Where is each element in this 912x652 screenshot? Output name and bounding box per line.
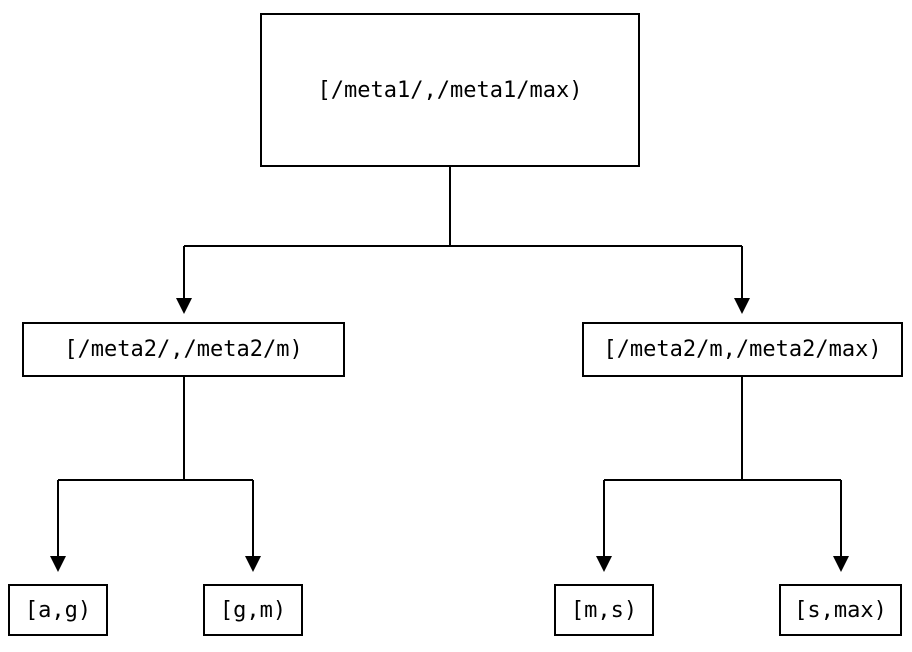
tree-node-meta2-high-label: [/meta2/m,/meta2/max) [603, 337, 882, 362]
edge-right-fork [603, 377, 842, 556]
tree-leaf-ag-label: [a,g) [24, 597, 92, 623]
tree-node-meta2-low: [/meta2/,/meta2/m) [22, 322, 345, 377]
tree-leaf-gm: [g,m) [203, 584, 303, 636]
tree-leaf-smax: [s,max) [779, 584, 902, 636]
tree-leaf-ms: [m,s) [554, 584, 654, 636]
arrow-down-icon [833, 556, 849, 572]
arrow-down-icon [245, 556, 261, 572]
tree-leaf-ag: [a,g) [8, 584, 108, 636]
tree-leaf-gm-label: [g,m) [219, 597, 287, 623]
arrow-down-icon [50, 556, 66, 572]
arrow-down-icon [176, 298, 192, 314]
tree-node-root-label: [/meta1/,/meta1/max) [317, 77, 583, 103]
tree-node-meta2-low-label: [/meta2/,/meta2/m) [64, 337, 303, 362]
edge-left-fork [57, 377, 254, 556]
tree-node-meta2-high: [/meta2/m,/meta2/max) [582, 322, 903, 377]
tree-node-root: [/meta1/,/meta1/max) [260, 13, 640, 167]
tree-leaf-ms-label: [m,s) [570, 597, 638, 623]
arrow-down-icon [734, 298, 750, 314]
arrow-down-icon [596, 556, 612, 572]
edge-root-fork [183, 167, 743, 298]
tree-leaf-smax-label: [s,max) [794, 597, 887, 623]
